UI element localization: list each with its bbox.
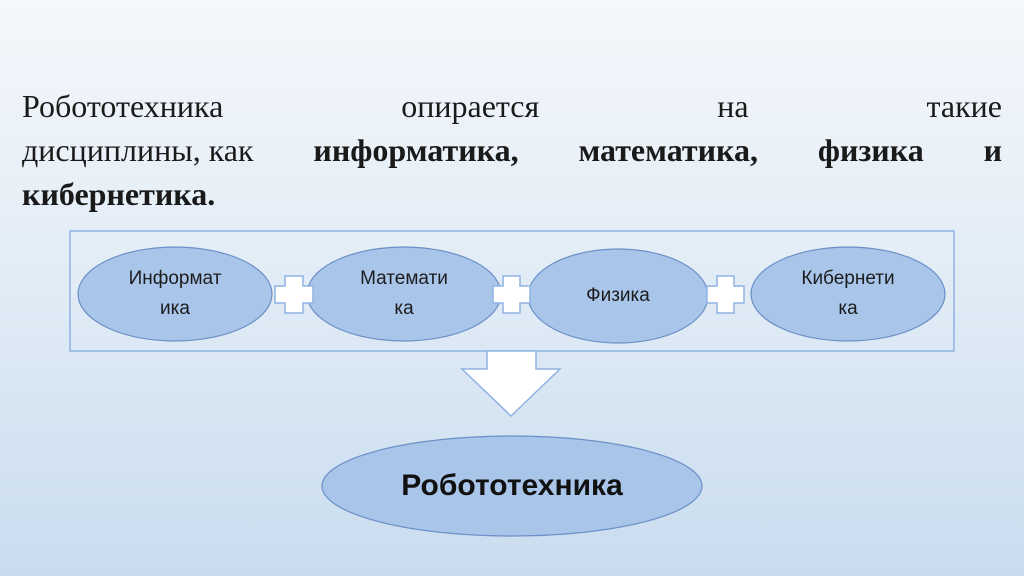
discipline-label-line: Информат (128, 268, 222, 289)
plus-icon (274, 275, 314, 314)
down-arrow-icon (460, 350, 562, 418)
intro-word: опирается (401, 88, 540, 124)
discipline-label-line: ка (394, 298, 414, 319)
discipline-label-informatics: Информат ика (100, 264, 250, 324)
intro-bold-word: физика (817, 132, 924, 168)
discipline-label-line: Математи (360, 268, 448, 289)
discipline-label-mathematics: Математи ка (329, 264, 479, 324)
ellipse-robotics (321, 435, 703, 537)
intro-paragraph: Робототехника опирается на такие дисципл… (22, 84, 1002, 216)
intro-word: такие (926, 88, 1002, 124)
intro-prefix: дисциплины, как (22, 132, 254, 168)
intro-bold-word: информатика, (313, 132, 519, 168)
intro-word: Робототехника (22, 88, 224, 124)
intro-line-3: кибернетика. (22, 172, 1002, 216)
intro-bold-word: математика, (578, 132, 758, 168)
plus-icon (492, 275, 531, 314)
intro-bold-word: кибернетика. (22, 176, 216, 212)
discipline-label-line: ика (160, 298, 190, 319)
result-label: Робототехника (401, 469, 623, 502)
discipline-label-line: ка (838, 298, 858, 319)
discipline-label-line: Физика (586, 285, 650, 306)
intro-line-1: Робототехника опирается на такие (22, 84, 1002, 128)
discipline-label-cybernetics: Кибернети ка (773, 264, 923, 324)
ellipse-informatics (77, 246, 273, 342)
ellipse-cybernetics (750, 246, 946, 342)
discipline-label-physics: Физика (543, 266, 693, 326)
intro-bold-word: и (983, 132, 1002, 168)
intro-line-2: дисциплины, как информатика, математика,… (22, 128, 1002, 172)
discipline-label-line: Кибернети (801, 268, 895, 289)
intro-word: на (717, 88, 749, 124)
plus-icon (706, 275, 745, 314)
